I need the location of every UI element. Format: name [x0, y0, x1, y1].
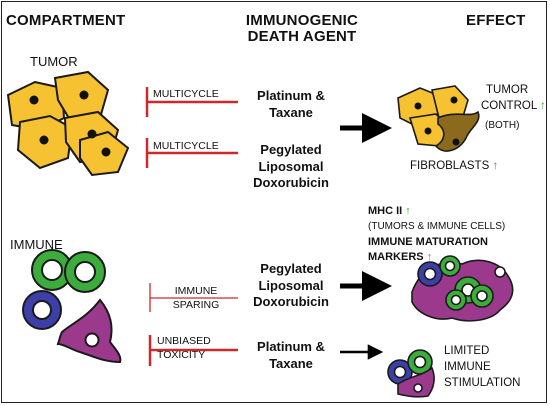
immune-row1-agent-line1: Pegylated — [260, 261, 322, 276]
limited-effect-line1: LIMITED — [444, 345, 490, 357]
maturation-line1: IMMUNE MATURATION — [368, 236, 488, 248]
tumor-row1-inhibitor-label: MULTICYCLE — [153, 88, 219, 100]
tumor-control-text: CONTROL — [481, 100, 537, 112]
immune-row1-inhibitor-line1: IMMUNE — [174, 285, 218, 297]
tumor-row1-agent-line1: Platinum & — [257, 88, 325, 103]
up-arrow-icon: ↑ — [540, 100, 546, 112]
mhc-note: (TUMORS & IMMUNE CELLS) — [368, 221, 506, 232]
header-compartment: COMPARTMENT — [6, 12, 126, 29]
header-agent-line2: DEATH AGENT — [247, 27, 357, 45]
tumor-row2-agent-line1: Pegylated — [260, 142, 322, 157]
immune-row2-agent-line1: Platinum & — [257, 339, 325, 354]
maturation-text: MARKERS — [368, 251, 424, 263]
immune-sparing-inhibitor — [149, 283, 238, 312]
mhc-effect: MHC II ↑ — [368, 205, 411, 218]
tumor-effect-line2: CONTROL ↑ — [481, 100, 546, 112]
immune-row2-agent-line2: Taxane — [269, 355, 313, 371]
tumor-effect-both: (BOTH) — [485, 120, 520, 131]
tumor-row2-inhibitor-label: MULTICYCLE — [153, 140, 219, 152]
tumor-row2-agent: Pegylated Liposomal Doxorubicin — [244, 143, 338, 190]
limited-immune-cluster — [387, 349, 435, 398]
up-arrow-icon: ↑ — [426, 251, 433, 263]
header-effect: EFFECT — [466, 12, 526, 29]
immune-row1-inhibitor-label: IMMUNE SPARING — [156, 285, 236, 312]
tumor-inhibitor-1 — [145, 87, 238, 117]
immune-row1-agent-line2: Liposomal — [258, 277, 324, 293]
immune-row1-agent-line3: Doxorubicin — [253, 294, 329, 310]
immune-cell-cluster — [22, 249, 122, 364]
up-arrow-icon: ↑ — [492, 160, 499, 172]
limited-effect-line2: IMMUNE — [444, 361, 491, 373]
fibroblasts-text: FIBROBLASTS — [410, 160, 490, 172]
maturation-line2: MARKERS ↑ — [368, 251, 433, 264]
tumor-fibroblast-cluster — [397, 85, 480, 152]
immune-section-label: IMMUNE — [10, 237, 63, 252]
tumor-inhibitor-2 — [145, 138, 238, 168]
immune-row2-inhibitor-label: UNBIASED TOXICITY — [157, 335, 211, 362]
tumor-row1-agent: Platinum & Taxane — [244, 89, 338, 119]
immune-toxicity-inhibitor — [148, 335, 238, 366]
up-arrow-icon: ↑ — [405, 205, 411, 217]
immune-row1-agent: Pegylated Liposomal Doxorubicin — [244, 262, 338, 309]
tumor-row2-agent-line3: Doxorubicin — [253, 175, 329, 191]
limited-effect-line3: STIMULATION — [444, 377, 521, 389]
immune-row1-inhibitor-line2: SPARING — [172, 299, 220, 312]
immune-row2-inhibitor-line1: UNBIASED — [157, 335, 211, 347]
tumor-row1-agent-line2: Taxane — [269, 104, 313, 120]
tumor-section-label: TUMOR — [30, 54, 78, 69]
header-agent-line1: IMMUNOGENIC — [245, 12, 359, 29]
mhc-text: MHC II — [368, 205, 403, 217]
stimulated-immune-cluster — [411, 255, 514, 322]
immune-row2-inhibitor-line2: TOXICITY — [157, 349, 206, 362]
tumor-row2-agent-line2: Liposomal — [258, 158, 324, 174]
fibroblasts-effect: FIBROBLASTS ↑ — [410, 160, 498, 172]
tumor-cell-cluster — [6, 70, 130, 177]
header-agent: IMMUNOGENIC DEATH AGENT — [230, 13, 374, 45]
tumor-effect-line1: TUMOR — [486, 84, 529, 96]
immune-row2-agent: Platinum & Taxane — [244, 340, 338, 370]
